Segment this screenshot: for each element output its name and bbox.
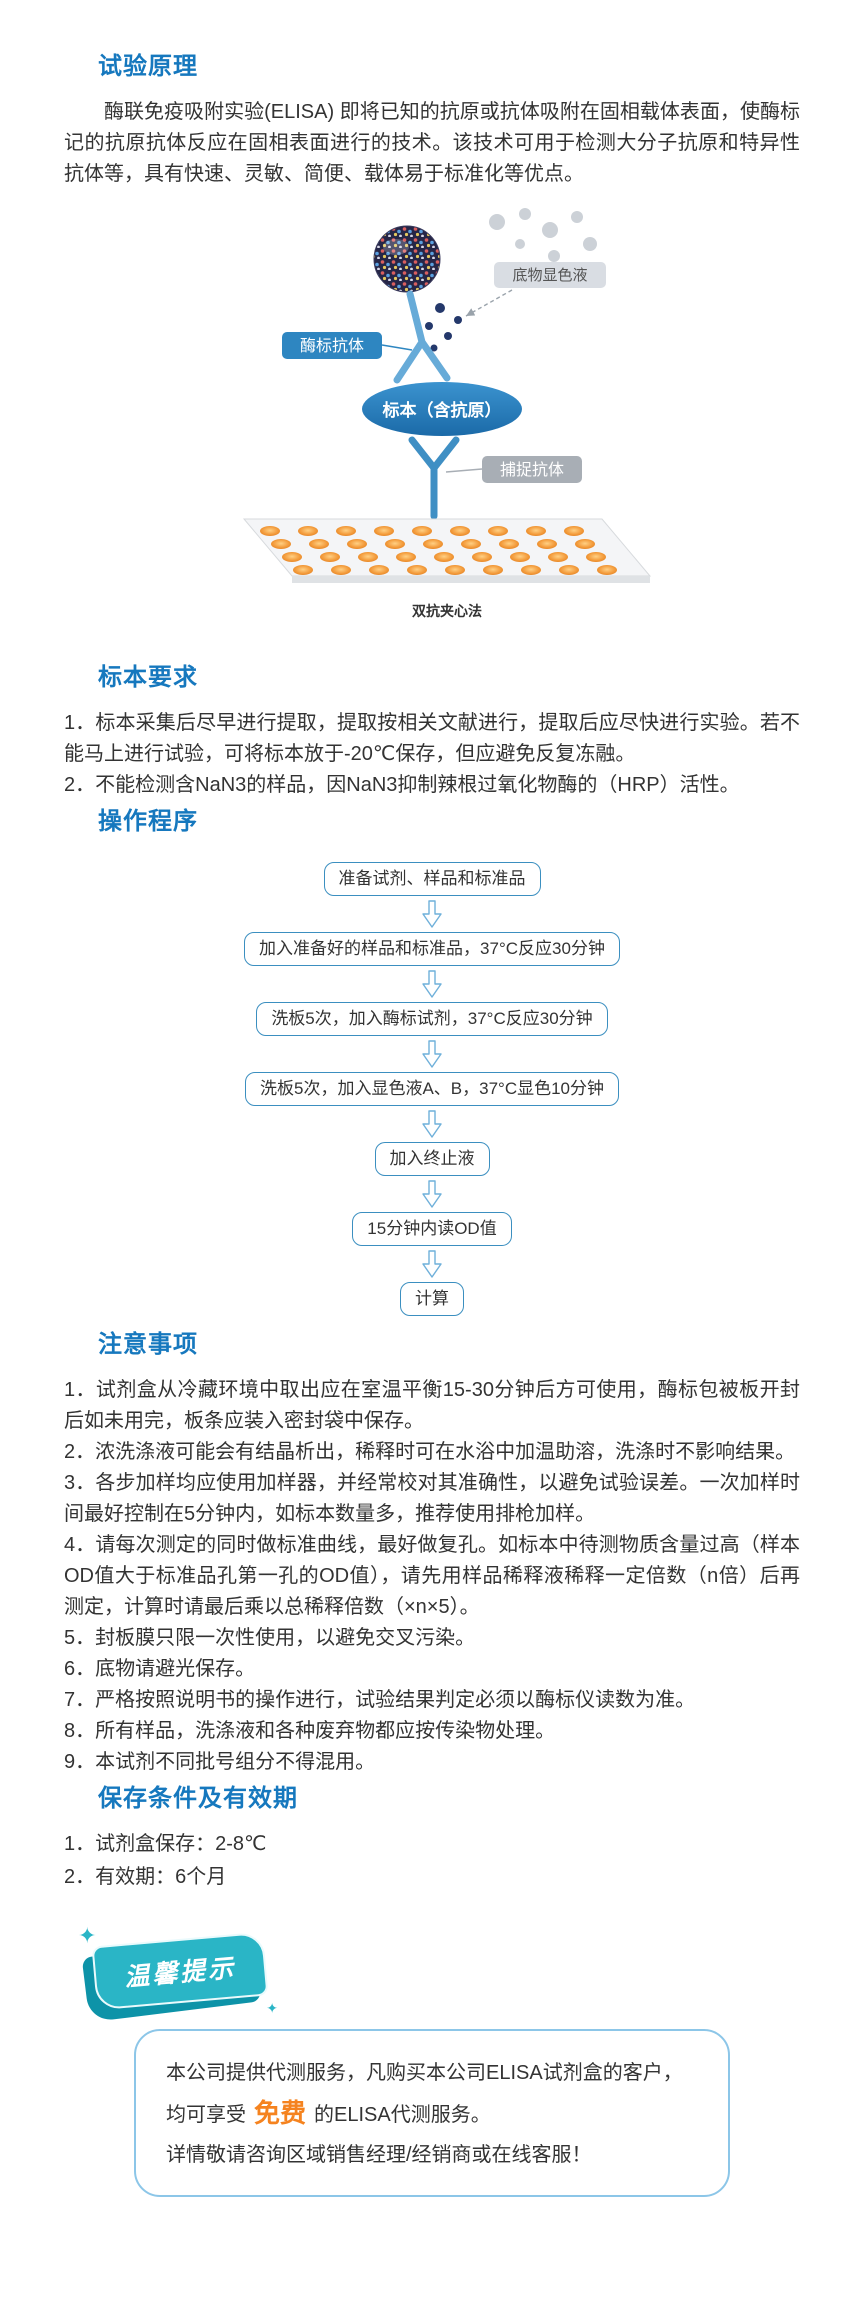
section-title-storage: 保存条件及有效期 [98, 1785, 298, 1812]
sample-item: 1．标本采集后尽早进行提取，提取按相关文献进行，提取后应尽快进行实验。若不能马上… [64, 712, 800, 765]
service-line-3: 详情敬请咨询区域销售经理/经销商或在线客服！ [166, 2135, 698, 2175]
section-title-procedure: 操作程序 [98, 808, 198, 835]
down-arrow-icon [422, 1180, 442, 1208]
precaution-item: 1．试剂盒从冷藏环境中取出应在室温平衡15-30分钟后方可使用，酶标包被板开封后… [64, 1379, 800, 1432]
capture-antibody-label: 捕捉抗体 [445, 456, 582, 483]
precaution-item: 5．封板膜只限一次性使用，以避免交叉污染。 [64, 1627, 476, 1649]
specimen-ellipse: 标本（含抗原） [362, 382, 522, 436]
service-line-2: 均可享受免费的ELISA代测服务。 [166, 2093, 698, 2135]
service-line-1-text: 本公司提供代测服务，凡购买本公司ELISA试剂盒的客户， [166, 2062, 683, 2084]
flow-step: 15分钟内读OD值 [352, 1212, 512, 1246]
enzyme-antibody-label: 酶标抗体 [282, 332, 413, 359]
service-notice-box: 本公司提供代测服务，凡购买本公司ELISA试剂盒的客户， 均可享受免费的ELIS… [134, 2029, 730, 2197]
procedure-flowchart: 准备试剂、样品和标准品 加入准备好的样品和标准品，37°C反应30分钟 洗板5次… [64, 862, 800, 1316]
substrate-label-text: 底物显色液 [512, 267, 587, 284]
specimen-label-text: 标本（含抗原） [383, 400, 502, 420]
principle-paragraph: 酶联免疫吸附实验(ELISA) 即将已知的抗原或抗体吸附在固相载体表面，使酶标记… [64, 101, 800, 185]
section-title-principle: 试验原理 [98, 53, 198, 80]
down-arrow-icon [422, 970, 442, 998]
free-highlight: 免费 [254, 2098, 307, 2128]
reaction-dots [425, 303, 462, 352]
down-arrow-icon [422, 1110, 442, 1138]
flow-step: 准备试剂、样品和标准品 [323, 862, 541, 896]
capture-antibody-shape [408, 436, 460, 520]
sparkle-icon: ✦ [266, 2000, 279, 2016]
down-arrow-icon [422, 1250, 442, 1278]
service-line-3-text: 详情敬请咨询区域销售经理/经销商或在线客服！ [166, 2144, 592, 2166]
service-line-2-prefix: 均可享受 [166, 2104, 246, 2126]
flow-step: 计算 [400, 1282, 464, 1316]
storage-item: 2．有效期：6个月 [64, 1866, 227, 1888]
microplate [242, 518, 652, 583]
diagram-caption: 双抗夹心法 [412, 603, 482, 619]
elisa-diagram-wrap: 底物显色液 酶标抗体 标本（含抗原） [64, 204, 800, 639]
storage-item: 1．试剂盒保存：2-8℃ [64, 1833, 267, 1855]
section-title-precautions: 注意事项 [98, 1331, 198, 1358]
enzyme-sphere [373, 225, 441, 293]
precaution-item: 7．严格按照说明书的操作进行，试验结果判定必须以酶标仪读数为准。 [64, 1689, 696, 1711]
precaution-item: 8．所有样品，洗涤液和各种废弃物都应按传染物处理。 [64, 1720, 556, 1742]
sparkle-icon: ✦ [78, 1923, 97, 1948]
warm-tip-badge: ✦ ✦ 温馨提示 [78, 1923, 278, 2023]
substrate-label: 底物显色液 [465, 262, 606, 317]
section-title-sample: 标本要求 [98, 664, 198, 691]
service-line-2-suffix: 的ELISA代测服务。 [314, 2104, 491, 2126]
service-line-1: 本公司提供代测服务，凡购买本公司ELISA试剂盒的客户， [166, 2053, 698, 2093]
flow-step: 洗板5次，加入酶标试剂，37°C反应30分钟 [256, 1002, 608, 1036]
enzyme-antibody-shape [393, 290, 451, 384]
precaution-item: 3．各步加样均应使用加样器，并经常校对其准确性，以避免试验误差。一次加样时间最好… [64, 1472, 800, 1525]
down-arrow-icon [422, 1040, 442, 1068]
sample-item: 2．不能检测含NaN3的样品，因NaN3抑制辣根过氧化物酶的（HRP）活性。 [64, 774, 740, 796]
precaution-item: 4．请每次测定的同时做标准曲线，最好做复孔。如标本中待测物质含量过高（样本OD值… [64, 1534, 800, 1618]
substrate-particles [489, 208, 597, 262]
flow-step: 加入终止液 [374, 1142, 490, 1176]
capture-antibody-label-text: 捕捉抗体 [500, 461, 564, 479]
elisa-sandwich-diagram: 底物显色液 酶标抗体 标本（含抗原） [242, 208, 652, 619]
flow-step: 洗板5次，加入显色液A、B，37°C显色10分钟 [244, 1072, 620, 1106]
flow-step: 加入准备好的样品和标准品，37°C反应30分钟 [244, 932, 620, 966]
precaution-item: 9．本试剂不同批号组分不得混用。 [64, 1751, 376, 1773]
down-arrow-icon [422, 900, 442, 928]
precaution-item: 6．底物请避光保存。 [64, 1658, 256, 1680]
enzyme-antibody-label-text: 酶标抗体 [300, 337, 364, 355]
precaution-item: 2．浓洗涤液可能会有结晶析出，稀释时可在水浴中加温助溶，洗涤时不影响结果。 [64, 1441, 796, 1463]
